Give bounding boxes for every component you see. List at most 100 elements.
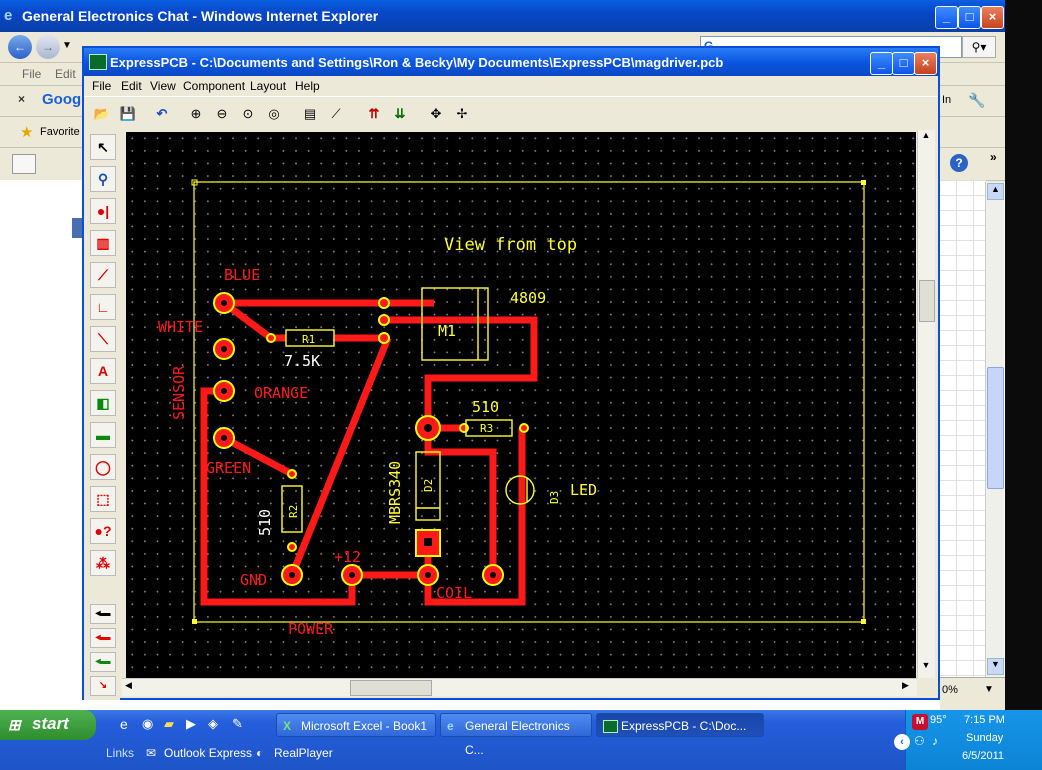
favorites-label[interactable]: Favorite [40, 126, 80, 138]
forward-arrow-icon[interactable]: → [36, 35, 60, 59]
pcb-hscroll-thumb[interactable] [350, 680, 432, 696]
task-expresspcb[interactable]: ExpressPCB - C:\Doc... [596, 713, 764, 737]
ie-scroll-thumb[interactable] [987, 367, 1004, 489]
open-folder-icon[interactable]: 📂 [93, 106, 111, 121]
layer-silk-toggle[interactable]: ◂▬ [90, 652, 116, 672]
layer-bottom-toggle[interactable]: ◂▬ [90, 628, 116, 648]
pcb-canvas[interactable]: View from top BLUE WHITE SENSOR ORANGE G… [126, 132, 916, 678]
properties-icon[interactable]: ▤ [303, 106, 317, 121]
task-excel[interactable]: X Microsoft Excel - Book1 [276, 713, 436, 737]
clock-time[interactable]: 7:15 PM [964, 714, 1005, 726]
ie-scroll-down-icon[interactable]: ▼ [987, 658, 1004, 675]
ie-menu-edit[interactable]: Edit [55, 67, 76, 81]
pcb-maximize-button[interactable]: □ [892, 52, 915, 75]
pcb-scroll-down-icon[interactable]: ▼ [921, 660, 931, 670]
rotate-icon[interactable]: ✢ [456, 106, 468, 121]
pcb-vscroll-thumb[interactable] [919, 280, 935, 322]
chevron-more-icon[interactable]: » [990, 150, 997, 164]
fill-tool-icon[interactable]: ▬ [90, 422, 116, 448]
pcb-scroll-up-icon[interactable]: ▲ [921, 130, 931, 140]
temperature-readout[interactable]: 95° [930, 714, 947, 726]
undo-icon[interactable]: ↶ [156, 106, 168, 121]
bottom-layer-icon[interactable]: ⇊ [394, 106, 406, 121]
menu-layout[interactable]: Layout [250, 79, 287, 93]
net-tool-icon[interactable]: ⁂ [90, 550, 116, 576]
wrench-icon[interactable]: 🔧 [968, 92, 986, 108]
tray-expand-icon[interactable]: ‹ [894, 734, 910, 750]
save-disk-icon[interactable]: 💾 [119, 106, 137, 121]
pcb-close-button[interactable]: × [914, 52, 937, 75]
start-button[interactable]: ⊞ start [0, 710, 96, 740]
pcb-vertical-scrollbar[interactable]: ▲ ▼ [917, 130, 935, 678]
pad-info-tool-icon[interactable]: ●? [90, 518, 116, 544]
menu-file[interactable]: File [92, 79, 112, 93]
ie-scroll-up-icon[interactable]: ▲ [987, 183, 1004, 200]
text-tool-icon[interactable]: A [90, 358, 116, 384]
zoom-out-icon[interactable]: ⊖ [216, 106, 228, 121]
quicklaunch-paint-icon[interactable]: ✎ [232, 716, 243, 731]
layer-all-toggle[interactable]: ↘ [90, 676, 116, 696]
label-r1-value: 7.5K [284, 352, 320, 370]
ie-zoom-level[interactable]: 0% [942, 684, 958, 696]
google-toolbar-close-icon[interactable]: × [18, 92, 26, 106]
quick-outlook-express[interactable]: Outlook Express [164, 746, 253, 760]
layer-tool-icon[interactable]: ◧ [90, 390, 116, 416]
layer-top-toggle[interactable]: ◂▬ [90, 604, 116, 624]
top-layer-icon[interactable]: ⇈ [368, 106, 380, 121]
pcb-minimize-button[interactable]: _ [870, 52, 893, 75]
label-white: WHITE [158, 318, 203, 336]
ie-minimize-button[interactable]: _ [935, 6, 958, 29]
zoom-fit-icon[interactable]: ⊙ [242, 106, 254, 121]
pcb-horizontal-scrollbar[interactable]: ◀ ▶ [122, 678, 917, 696]
ie-status-bar: 0% ▼ [940, 677, 1005, 711]
pointer-tool-icon[interactable]: ↖ [90, 134, 116, 160]
zoom-dropdown-icon[interactable]: ▼ [984, 684, 994, 695]
component-tool-icon[interactable]: ▥ [90, 230, 116, 256]
label-r3-value: 510 [472, 398, 499, 416]
rectangle-tool-icon[interactable]: ⬚ [90, 486, 116, 512]
menu-edit[interactable]: Edit [121, 79, 142, 93]
search-icon[interactable]: ⚲▾ [962, 36, 996, 58]
zoom-previous-icon[interactable]: ◎ [268, 106, 280, 121]
trace-diag-tool-icon[interactable]: ⟍ [90, 326, 116, 352]
quicklaunch-media-icon[interactable]: ▶ [186, 716, 196, 731]
back-arrow-icon[interactable]: ← [8, 35, 32, 59]
links-label[interactable]: Links [106, 746, 135, 760]
zoom-tool-icon[interactable]: ⚲ [90, 166, 116, 192]
favorites-star-icon[interactable]: ★ [20, 124, 34, 141]
quicklaunch-ie-icon[interactable]: e [120, 716, 128, 732]
pcb-scroll-right-icon[interactable]: ▶ [902, 680, 909, 690]
circle-tool-icon[interactable]: ◯ [90, 454, 116, 480]
volume-icon[interactable]: ♪ [932, 734, 938, 748]
mcafee-shield-icon[interactable]: M [912, 714, 928, 730]
quick-realplayer[interactable]: RealPlayer [274, 746, 333, 760]
network-icon[interactable]: ⚇ [914, 734, 925, 748]
quick-tabs-icon[interactable] [12, 154, 36, 174]
task-ie[interactable]: e General Electronics C... [440, 713, 592, 757]
ie-menu-file[interactable]: File [22, 67, 42, 81]
drc-check-icon[interactable]: ⟋ [331, 106, 341, 121]
move-icon[interactable]: ✥ [430, 106, 442, 121]
help-icon[interactable]: ? [950, 154, 968, 172]
zoom-in-icon[interactable]: ⊕ [190, 106, 202, 121]
trace-tool-icon[interactable]: ⟋ [90, 262, 116, 288]
page-tab-marker [72, 218, 82, 238]
ie-maximize-button[interactable]: □ [958, 6, 981, 29]
pad-holes [221, 300, 496, 578]
task-ie-label: General Electronics C... [465, 719, 570, 757]
ie-close-button[interactable]: × [981, 6, 1004, 29]
sign-in-link[interactable]: In [942, 94, 952, 106]
trace-corner-tool-icon[interactable]: ∟ [90, 294, 116, 320]
quicklaunch-icon[interactable]: ◉ [142, 716, 154, 731]
menu-help[interactable]: Help [295, 79, 320, 93]
menu-component[interactable]: Component [183, 79, 246, 93]
quicklaunch-explorer-icon[interactable]: ◈ [208, 716, 218, 731]
pcb-scroll-left-icon[interactable]: ◀ [125, 680, 132, 690]
menu-view[interactable]: View [150, 79, 176, 93]
quicklaunch-folder-icon[interactable]: ▰ [164, 716, 174, 731]
clock-date: 6/5/2011 [962, 750, 1005, 762]
ie-vertical-scrollbar[interactable]: ▲ ▼ [985, 182, 1004, 677]
pcb-layout-drawing[interactable]: View from top BLUE WHITE SENSOR ORANGE G… [126, 132, 916, 678]
pad-tool-icon[interactable]: ●| [90, 198, 116, 224]
history-dropdown-icon[interactable]: ▼ [62, 40, 72, 51]
